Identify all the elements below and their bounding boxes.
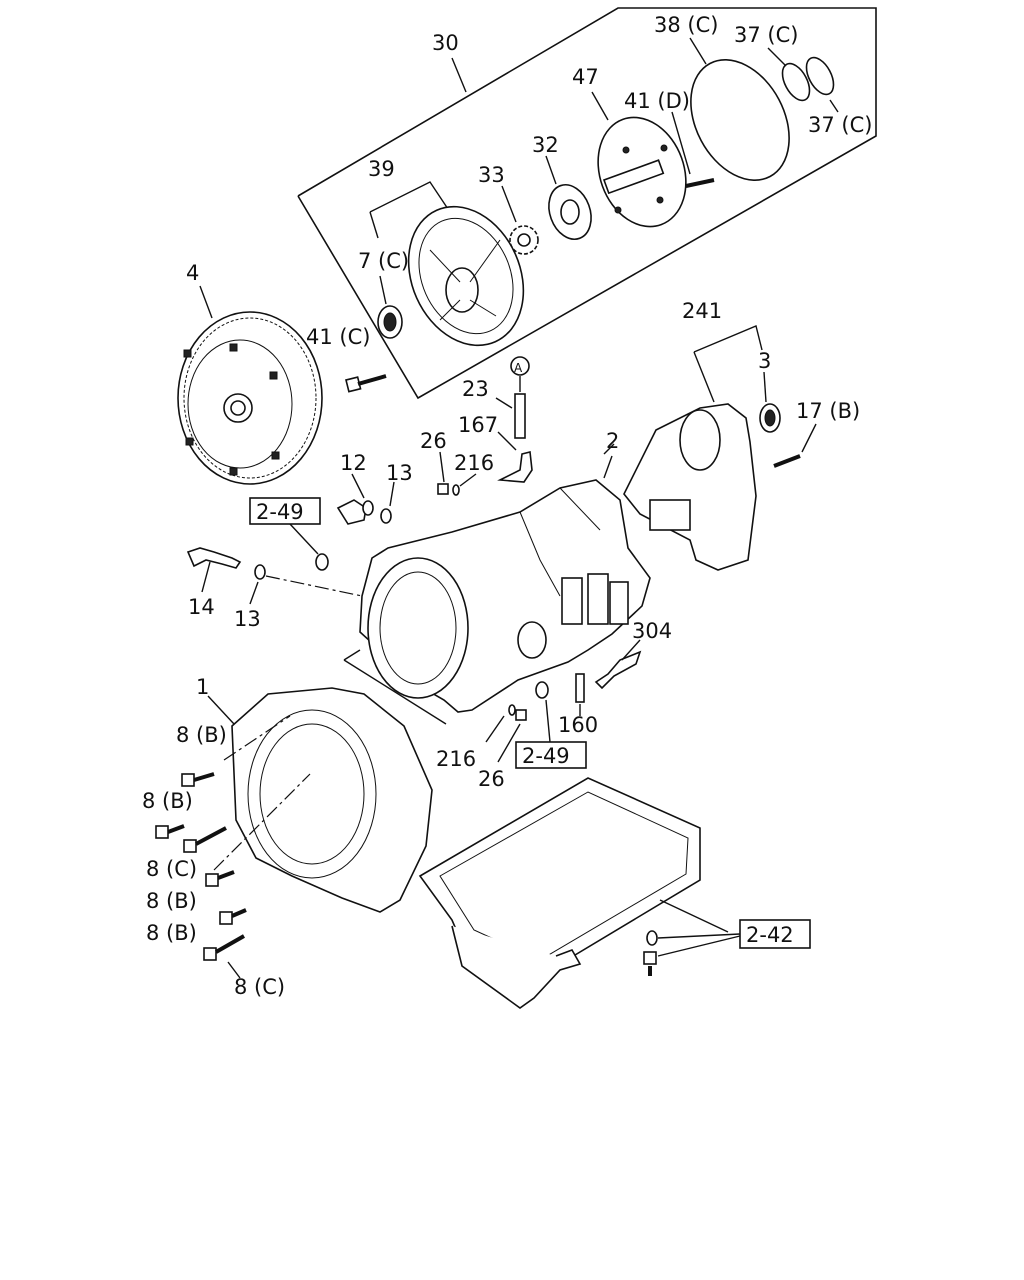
pin-160 xyxy=(575,673,585,716)
callout-12: 12 xyxy=(340,451,367,475)
ref-box-2-49-upper xyxy=(249,497,321,525)
bolt-8c-2 xyxy=(203,934,245,979)
callout-3: 3 xyxy=(758,349,771,373)
pump-body-39 xyxy=(407,205,525,347)
callout-32: 32 xyxy=(532,133,559,157)
ref-2-49-lower: 2-49 xyxy=(522,744,570,768)
callout-304: 304 xyxy=(632,619,672,643)
callout-8b-2: 8 (B) xyxy=(142,789,193,813)
ref-box-2-49-lower xyxy=(515,741,587,769)
ref-2-42: 2-42 xyxy=(746,923,794,947)
pipe-14 xyxy=(186,547,242,593)
callout-37c-bottom: 37 (C) xyxy=(808,113,872,137)
callout-26-bottom: 26 xyxy=(478,767,505,791)
bolt-8b-4 xyxy=(219,908,247,925)
callout-160: 160 xyxy=(558,713,598,737)
converter-housing-1 xyxy=(207,687,433,913)
callout-8b-1: 8 (B) xyxy=(176,723,227,747)
transmission-case-2 xyxy=(359,443,651,713)
callout-26-top: 26 xyxy=(420,429,447,453)
bolt-8b-1 xyxy=(181,772,215,787)
callout-241: 241 xyxy=(682,299,722,323)
callout-23: 23 xyxy=(462,377,489,401)
callout-13-top: 13 xyxy=(386,461,413,485)
assembly-leader xyxy=(343,649,447,725)
callout-41c: 41 (C) xyxy=(306,325,370,349)
bracket-304 xyxy=(594,639,642,690)
callout-39: 39 xyxy=(368,157,395,181)
seal-7c xyxy=(377,275,403,339)
callout-216-top: 216 xyxy=(454,451,494,475)
callout-14: 14 xyxy=(188,595,215,619)
callout-17b: 17 (B) xyxy=(796,399,860,423)
callout-37c-top: 37 (C) xyxy=(734,23,798,47)
callout-167: 167 xyxy=(458,413,498,437)
gear-32 xyxy=(545,155,592,240)
callout-7c: 7 (C) xyxy=(358,249,409,273)
callout-33: 33 xyxy=(478,163,505,187)
ref-box-2-42 xyxy=(739,919,811,949)
callout-8c-1: 8 (C) xyxy=(146,857,197,881)
fitting-167 xyxy=(497,431,533,483)
callout-4: 4 xyxy=(186,261,199,285)
bolt-41d xyxy=(671,111,715,188)
callout-13-bottom: 13 xyxy=(234,607,261,631)
bolt-26-top xyxy=(437,451,477,496)
oil-pan xyxy=(418,777,741,1009)
callout-47: 47 xyxy=(572,65,599,89)
connector-12 xyxy=(336,473,374,525)
o-ring-13-bottom xyxy=(249,564,266,605)
o-ring-38c xyxy=(689,37,790,181)
gear-33 xyxy=(501,185,539,255)
callout-8b-4: 8 (B) xyxy=(146,921,197,945)
bolt-8b-2 xyxy=(155,824,185,839)
callout-2: 2 xyxy=(606,429,619,453)
callout-8c-2: 8 (C) xyxy=(234,975,285,999)
washer-upper-2-49 xyxy=(265,523,363,597)
callout-216-bottom: 216 xyxy=(436,747,476,771)
pump-cover-47 xyxy=(591,91,687,228)
bolt-8b-3 xyxy=(205,870,235,887)
bolts-8 xyxy=(155,772,247,979)
pipe-23 xyxy=(495,356,530,439)
o-ring-13-top xyxy=(380,481,395,524)
oil-seal-3 xyxy=(759,371,781,433)
callout-1: 1 xyxy=(196,675,209,699)
callout-38c: 38 (C) xyxy=(654,13,718,37)
bolt-41c xyxy=(345,374,387,393)
torque-converter-4 xyxy=(177,285,323,485)
extension-housing-241 xyxy=(623,325,763,571)
pump-assembly-group xyxy=(297,7,877,400)
callout-30: 30 xyxy=(432,31,459,55)
bolt-17b xyxy=(773,423,817,468)
washer-lower-2-49 xyxy=(485,681,551,763)
bolt-8c-1 xyxy=(183,826,227,853)
callout-41d: 41 (D) xyxy=(624,89,690,113)
callout-A: A xyxy=(514,361,523,375)
ref-2-49-upper: 2-49 xyxy=(256,500,304,524)
callout-8b-3: 8 (B) xyxy=(146,889,197,913)
seal-rings-37c xyxy=(767,47,839,113)
